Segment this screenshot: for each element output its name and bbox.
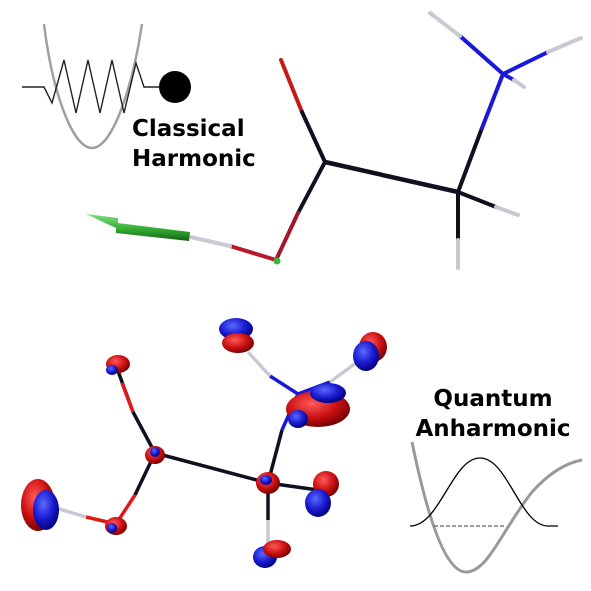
bond <box>494 205 520 217</box>
bond <box>546 36 583 54</box>
quantum-molecule <box>21 318 387 568</box>
bond <box>300 110 327 164</box>
classical-label-line1: Classical <box>132 116 245 142</box>
mass-ball-icon <box>159 71 191 103</box>
quantum-anharmonic-icon <box>409 441 583 574</box>
bond <box>428 11 462 38</box>
quantum-anharmonic-label: Quantum Anharmonic <box>404 384 582 444</box>
bond <box>501 50 550 76</box>
displacement-arrow-icon <box>86 214 190 241</box>
wavefunction-curve <box>409 457 558 527</box>
spring-icon <box>22 59 160 114</box>
bond <box>512 78 526 89</box>
bond <box>279 58 304 114</box>
bond <box>228 244 278 262</box>
bond <box>480 72 505 130</box>
bond <box>456 126 484 194</box>
bond <box>296 160 327 215</box>
harmonic-potential-curve <box>42 23 144 150</box>
anharmonic-potential-curve <box>410 441 583 574</box>
bond <box>274 211 300 262</box>
bond <box>184 234 232 248</box>
bond <box>456 190 498 209</box>
quantum-label-line1: Quantum <box>433 386 553 412</box>
classical-harmonic-label: Classical Harmonic <box>132 114 256 174</box>
classical-harmonic-icon <box>22 23 191 150</box>
bond <box>501 72 516 82</box>
bond <box>458 34 505 76</box>
quantum-label-line2: Anharmonic <box>415 416 571 442</box>
orbital-lobes <box>21 318 387 568</box>
bond <box>322 159 461 195</box>
classical-molecule <box>184 11 583 270</box>
classical-label-line2: Harmonic <box>132 146 256 172</box>
